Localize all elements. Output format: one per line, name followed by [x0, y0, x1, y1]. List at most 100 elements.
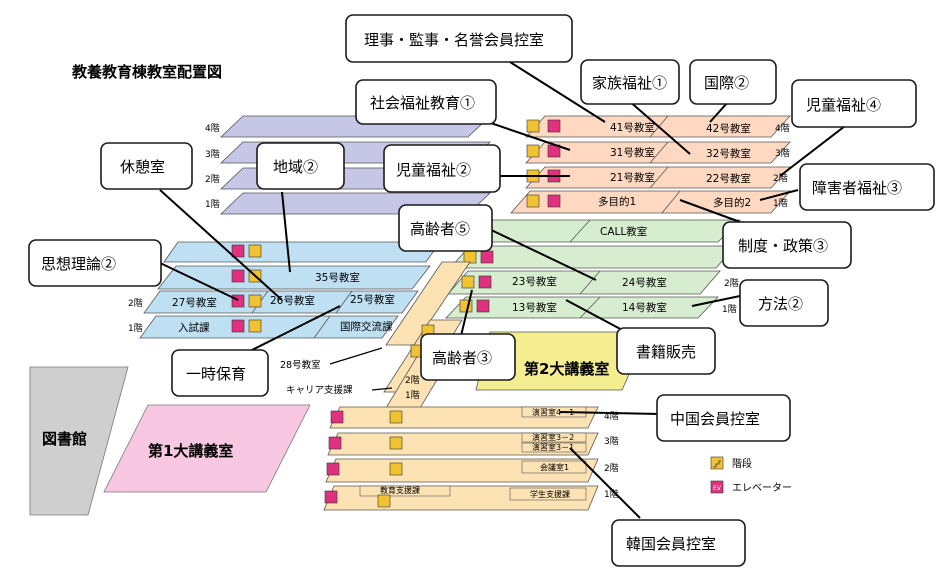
library: 図書館 — [29, 366, 129, 516]
callout-seido3: 制度・政策③ — [722, 221, 852, 269]
room-21: 21号教室 — [610, 171, 655, 184]
room-25: 25号教室 — [350, 293, 395, 306]
floor-label-3: 3階 — [604, 436, 619, 447]
svg-text:障害者福祉③: 障害者福祉③ — [812, 179, 902, 197]
room-kaigi-1: 会議室1 — [540, 462, 569, 472]
room-31: 31号教室 — [610, 146, 655, 159]
room-32: 32号教室 — [706, 147, 751, 160]
lecture-hall-2: 第2大講義室 — [475, 331, 649, 391]
room-41: 41号教室 — [610, 121, 655, 134]
callout-koreisha3: 高齢者③ — [420, 333, 516, 381]
svg-text:高齢者⑤: 高齢者⑤ — [410, 220, 470, 238]
floor-slab — [139, 315, 399, 339]
room-28-label: 28号教室 — [280, 359, 321, 371]
room-enshu-4-1: 演習室4－1 — [532, 407, 574, 417]
room-enshu-3-2: 演習室3－2 — [532, 432, 574, 442]
room-22: 22号教室 — [706, 172, 751, 185]
room-42: 42号教室 — [706, 122, 751, 135]
svg-text:書籍販売: 書籍販売 — [636, 343, 696, 361]
callout-jido4: 児童福祉④ — [791, 79, 917, 128]
callout-hoho2: 方法② — [739, 279, 829, 327]
svg-text:家族福祉①: 家族福祉① — [592, 74, 667, 92]
svg-text:地域②: 地域② — [273, 158, 318, 176]
svg-text:一時保育: 一時保育 — [186, 365, 246, 383]
library-label: 図書館 — [42, 430, 87, 448]
floor-label-4: 4階 — [604, 411, 619, 422]
svg-text:方法②: 方法② — [758, 295, 803, 313]
floor-label-1: 1階 — [405, 390, 420, 401]
callout-shiso2: 思想理論② — [28, 239, 162, 287]
svg-text:国際②: 国際② — [704, 74, 749, 92]
room-23: 23号教室 — [512, 275, 557, 288]
room-24: 24号教室 — [622, 276, 667, 289]
lecture-hall-1-label: 第1大講義室 — [148, 442, 233, 460]
room-13: 13号教室 — [512, 301, 557, 314]
callout-kazoku1: 家族福祉① — [580, 59, 680, 105]
floor-label-1: 1階 — [722, 304, 737, 315]
lecture-hall-2-label: 第2大講義室 — [524, 360, 609, 378]
floor-slab — [143, 290, 419, 314]
svg-text:韓国会員控室: 韓国会員控室 — [626, 535, 716, 553]
callout-chugoku: 中国会員控室 — [656, 394, 791, 442]
career-office-label: キャリア支援課 — [286, 384, 353, 396]
floor-label-3: 3階 — [205, 149, 220, 160]
svg-text:休憩室: 休憩室 — [120, 158, 165, 176]
legend-stairs-label: 階段 — [732, 457, 752, 470]
callout-shogai3: 障害者福祉③ — [799, 163, 935, 211]
floor-slab — [447, 270, 721, 295]
lecture-hall-1: 第1大講義室 — [103, 404, 311, 493]
callout-chiiki2: 地域② — [256, 142, 345, 190]
floor-label-4: 4階 — [775, 123, 790, 134]
leader-lines — [157, 61, 846, 519]
floor-slab — [510, 190, 791, 214]
floor-label-3: 3階 — [775, 148, 790, 159]
upper-right-building-orange: 41号教室 42号教室 31号教室 32号教室 21号教室 22号教室 多目的1… — [510, 115, 791, 214]
floor-label-2: 2階 — [724, 278, 739, 289]
room-27: 27号教室 — [172, 296, 217, 309]
room-tamoku1: 多目的1 — [598, 195, 636, 208]
callout-jido2: 児童福祉② — [383, 144, 501, 193]
room-35: 35号教室 — [315, 271, 360, 284]
floor-label-2: 2階 — [205, 174, 220, 185]
callout-koreisha5: 高齢者⑤ — [398, 204, 493, 252]
elevator-legend-icon — [710, 480, 724, 494]
floor-label-4: 4階 — [205, 123, 220, 134]
middle-building-green: CALL教室 23号教室 24号教室 13号教室 14号教室 2階 1階 — [445, 219, 741, 319]
stairs-legend-icon — [710, 456, 724, 470]
legend-elevator-label: エレベーター — [732, 482, 792, 494]
callout-rijikansho: 理事・監事・名誉会員控室 — [345, 14, 573, 63]
floor-slab — [157, 265, 431, 290]
svg-text:中国会員控室: 中国会員控室 — [670, 410, 760, 428]
floor-label-1: 1階 — [773, 198, 788, 209]
legend: 階段 EV エレベーター — [710, 456, 792, 494]
callout-shoseki: 書籍販売 — [616, 327, 716, 375]
svg-text:児童福祉②: 児童福祉② — [396, 161, 471, 179]
room-enshu-3-1: 演習室3－1 — [532, 442, 574, 452]
callout-ichiji: 一時保育 — [171, 349, 269, 397]
room-kokusai: 国際交流課 — [340, 320, 393, 333]
floor-label-2: 2階 — [773, 173, 788, 184]
floor-label-2: 2階 — [405, 375, 420, 386]
room-tamoku2: 多目的2 — [713, 196, 751, 209]
room-call: CALL教室 — [600, 225, 647, 238]
room-gakusei-shien: 学生支援課 — [530, 489, 570, 499]
svg-text:制度・政策③: 制度・政策③ — [738, 237, 828, 255]
room-nyushi: 入試課 — [178, 321, 210, 334]
svg-text:児童福祉④: 児童福祉④ — [806, 96, 881, 114]
svg-text:社会福祉教育①: 社会福祉教育① — [370, 94, 475, 112]
floor-label-2: 2階 — [128, 298, 143, 309]
floor-label-1: 1階 — [128, 323, 143, 334]
floor-label-1: 1階 — [205, 199, 220, 210]
svg-text:思想理論②: 思想理論② — [41, 255, 116, 273]
floor-slab — [449, 245, 736, 269]
callout-shakai1: 社会福祉教育① — [355, 79, 497, 125]
room-26: 26号教室 — [270, 294, 315, 307]
room-kyoiku-shien: 教育支援課 — [380, 485, 420, 495]
floor-label-1: 1階 — [604, 489, 619, 500]
bottom-building-tan: 演習室4－1 演習室3－2 演習室3－1 会議室1 教育支援課 学生支援課 4階… — [323, 406, 619, 511]
floor-label-2: 2階 — [604, 463, 619, 474]
room-14: 14号教室 — [622, 301, 667, 314]
callout-kankoku: 韓国会員控室 — [611, 519, 746, 567]
